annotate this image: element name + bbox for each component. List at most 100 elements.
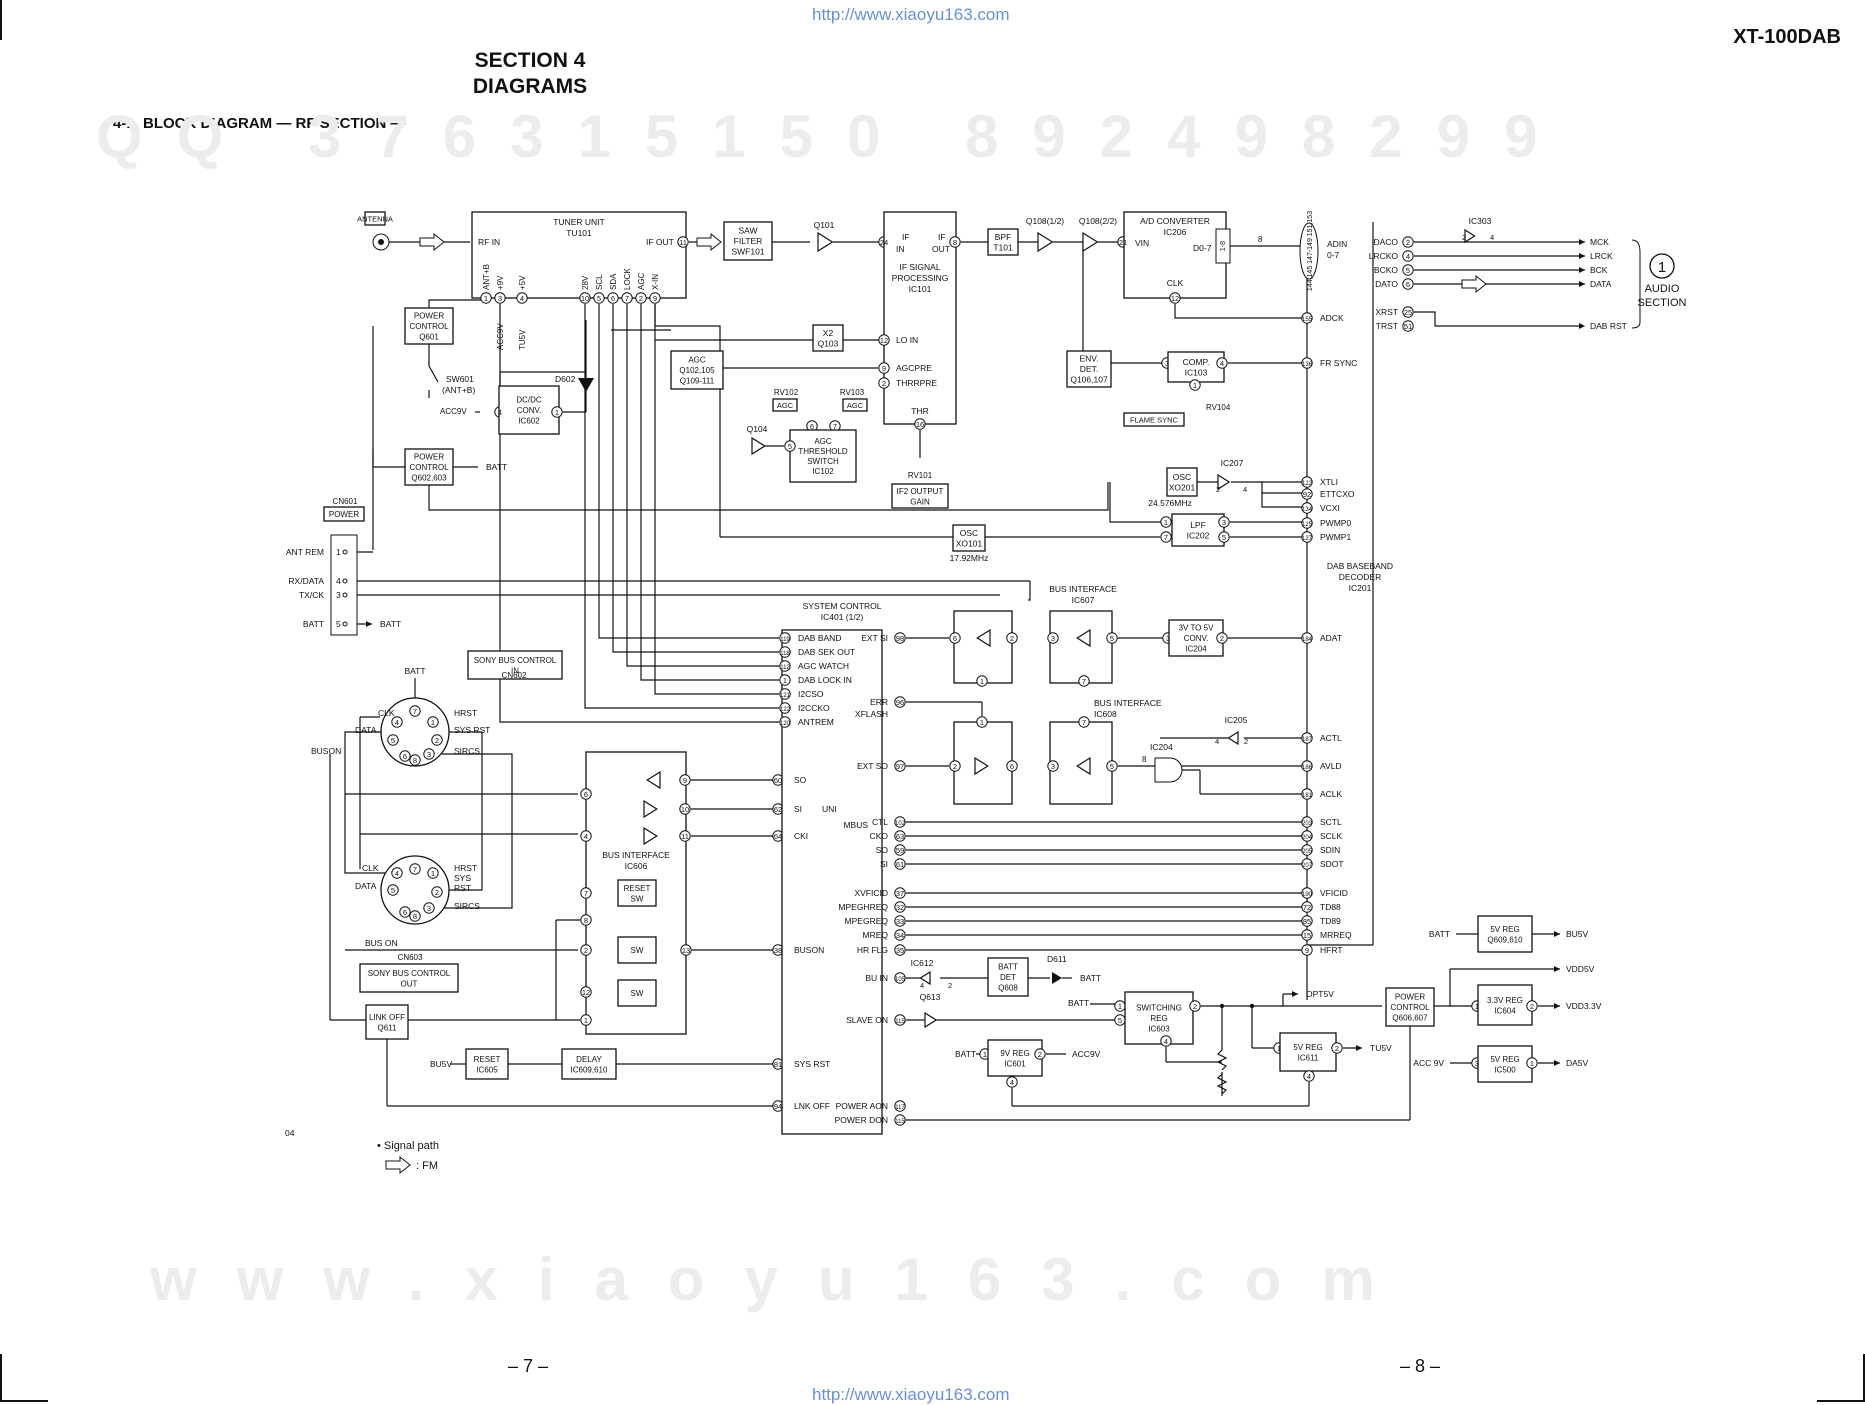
regulator-5v-ic611-label: 5V REG	[1293, 1043, 1322, 1052]
pin-number: 1	[1277, 1044, 1281, 1053]
diagram-label: MPEGREQ	[845, 916, 889, 926]
regulator-9v-ic601-label: 9V REG	[1000, 1049, 1029, 1058]
regulator-5v-q609	[1478, 916, 1532, 952]
pin-number: 12	[1171, 294, 1179, 303]
dcdc-converter-label: CONV.	[517, 406, 542, 415]
diagram-label: Q101	[814, 220, 835, 230]
switching-reg-ic603-label: IC603	[1148, 1025, 1170, 1034]
regulator-9v-ic601-label: IC601	[1004, 1059, 1026, 1068]
pin-number: 13	[682, 946, 690, 955]
regulator-3v3-ic604-label: 3.3V REG	[1487, 996, 1523, 1005]
diagram-label: Q108(2/2)	[1079, 216, 1117, 226]
diagram-label: IC101	[909, 284, 932, 294]
pin-number: 3	[498, 294, 502, 303]
pin-number: 4	[584, 832, 588, 841]
diagram-label: SCL	[595, 274, 604, 290]
pin-number: 6	[403, 752, 407, 761]
pin-number: 37	[896, 889, 904, 898]
pin-number: 122	[780, 707, 791, 713]
pin-number: 15	[1303, 931, 1311, 940]
antenna-jack-core	[378, 239, 384, 245]
arrow-head	[1554, 1003, 1560, 1009]
diagram-label: Q613	[920, 992, 941, 1002]
diagram-label: LRCK	[1590, 251, 1613, 261]
diagram-label: LRCKO	[1369, 251, 1399, 261]
diagram-label: BUS INTERFACE	[602, 850, 670, 860]
buffer-triangle	[1228, 732, 1238, 744]
pin-number: 4	[1406, 252, 1410, 261]
diagram-label: 4	[1490, 233, 1494, 242]
pin-number: 96	[896, 698, 904, 707]
arrow-head	[1554, 1060, 1560, 1066]
diagram-label: +9V	[496, 275, 505, 290]
diagram-label: DA5V	[1566, 1058, 1589, 1068]
diagram-label: ANTREM	[798, 717, 834, 727]
diagram-label: PWMP0	[1320, 518, 1351, 528]
env-det-label: ENV.	[1079, 354, 1098, 364]
pin-number: 120	[780, 721, 791, 727]
diagram-label: SCLK	[1320, 831, 1343, 841]
pin-number: 64	[774, 832, 782, 841]
delay-ic609	[562, 1049, 616, 1079]
pin-number: 3	[427, 904, 431, 913]
pin-number: 92	[1303, 490, 1311, 499]
diagram-label: CLK	[1167, 278, 1184, 288]
wire	[1175, 304, 1302, 318]
diagram-label: 2	[1216, 485, 1220, 494]
batt-det-q608-label: Q608	[998, 984, 1018, 993]
diagram-label: BUS INTERFACE	[1049, 584, 1117, 594]
wire	[442, 754, 512, 908]
diagram-label: 4	[1215, 737, 1219, 746]
arrow-head	[1356, 1045, 1362, 1051]
fm-signal-arrow	[1462, 276, 1486, 292]
pin-number: 12	[582, 988, 590, 997]
diagram-label: IN	[896, 244, 905, 254]
arrow-head	[1579, 323, 1585, 329]
corner-code: 04	[285, 1128, 295, 1138]
pin-number: 122	[1302, 481, 1313, 487]
agc-threshold-switch-label: THRESHOLD	[798, 447, 848, 456]
pin-number: 2	[1220, 634, 1224, 643]
regulator-5v-ic500-label: IC500	[1494, 1065, 1516, 1074]
wire	[1028, 581, 1030, 600]
env-det-label: DET.	[1080, 364, 1098, 374]
pin-number: 3	[1051, 762, 1055, 771]
diagram-label: X-IN	[651, 274, 660, 290]
diagram-label: HRST	[454, 863, 477, 873]
pin-number: 25	[1404, 308, 1412, 317]
pin-number: 6	[810, 422, 814, 431]
conv-3v-5v-label: IC204	[1185, 645, 1207, 654]
diagram-label: IF	[938, 232, 946, 242]
diagram-label: DACO	[1373, 237, 1398, 247]
diagram-label: RV102	[774, 388, 799, 397]
pin-number: 60	[774, 776, 782, 785]
diagram-label: SECTION	[1638, 297, 1687, 309]
pin-number: 2	[639, 294, 643, 303]
pin-number: 10	[581, 294, 589, 303]
x2-multiplier-label: Q103	[818, 338, 839, 348]
pin-number: 51	[1404, 322, 1412, 331]
diagram-label: 3	[336, 590, 341, 600]
pin-number: 4	[1220, 359, 1224, 368]
diagram-label: MREQ	[863, 930, 889, 940]
wire	[429, 300, 486, 308]
diagram-label: MPEGHREQ	[838, 902, 888, 912]
reset-ic605-label: RESET	[474, 1055, 501, 1064]
pin-number: 72	[1303, 903, 1311, 912]
arrow-head	[1579, 253, 1585, 259]
diagram-label: SI	[880, 859, 888, 869]
diagram-label: Q104	[747, 424, 768, 434]
pin-number: 205	[1302, 849, 1313, 855]
diagram-label: SYS RST	[454, 725, 490, 735]
wire	[1067, 242, 1083, 363]
diagram-label: DAB BASEBAND	[1327, 561, 1393, 571]
diagram-label: IC606	[625, 861, 648, 871]
diagram-label: 144,145 147-149 151,153	[1307, 211, 1314, 291]
arrow-head	[1579, 267, 1585, 273]
diagram-label: RV101	[908, 471, 933, 480]
fm-signal-arrow	[386, 1157, 410, 1173]
diagram-label: SYSTEM CONTROL	[803, 601, 882, 611]
diagram-label: 28V	[581, 275, 590, 290]
diagram-label: RF IN	[478, 237, 500, 247]
diagram-label: ACC9V	[1072, 1049, 1101, 1059]
